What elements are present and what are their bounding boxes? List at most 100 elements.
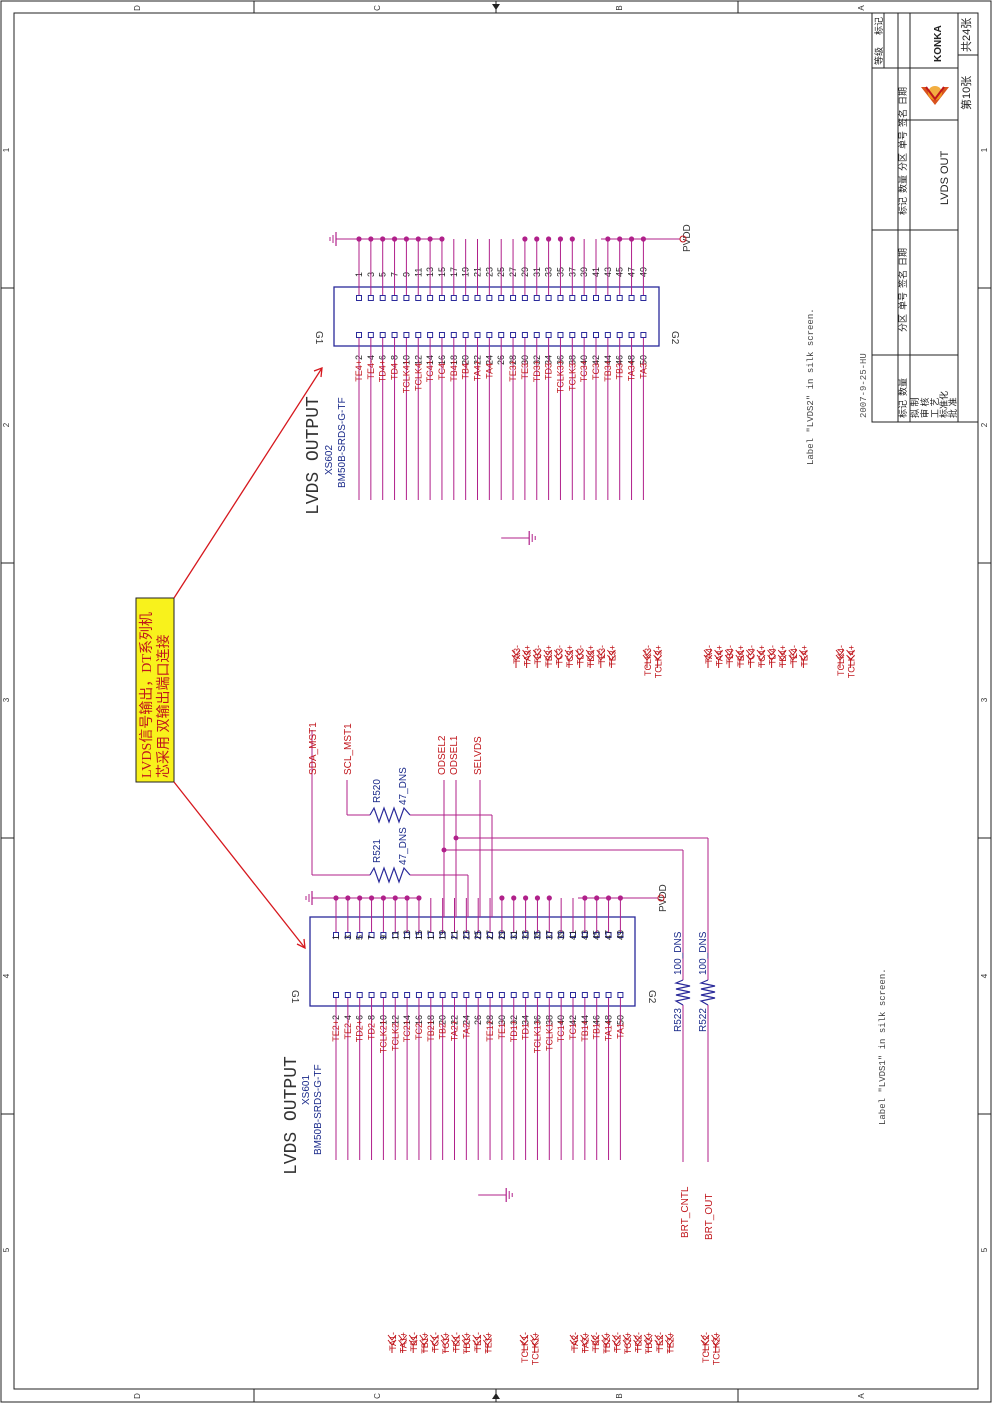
xs602-net-label: TB4- (461, 360, 471, 380)
xs602-pin-even (640, 332, 647, 338)
center-marker-icon (492, 4, 500, 10)
port-chevron-icon (387, 1334, 397, 1353)
xs602-pin-odd (403, 295, 410, 301)
xs601-pin-number: 19 (438, 930, 448, 940)
port-chevron-icon (601, 1334, 611, 1353)
xs601-net-label: TE2+ (331, 1020, 341, 1042)
xs601-pin-odd (593, 932, 600, 938)
port-chevron-icon (724, 649, 734, 668)
port-chevron-icon (653, 649, 662, 668)
xs601-net-label: TCLK2- (390, 1020, 400, 1051)
port-chevron-icon (511, 649, 521, 668)
xs602-pin-even (356, 332, 362, 338)
xs601-pin-number: 15 (414, 930, 424, 940)
tb-col-zone2: 分区 (898, 314, 908, 332)
xs601-pin-even (380, 992, 387, 998)
xs601-net-label: TC1- (568, 1020, 578, 1040)
xs601-net-label: TE2- (343, 1020, 353, 1040)
xs602-pin-odd (474, 295, 481, 301)
xs602-net-label: TC4- (437, 360, 447, 380)
tb-grade: 等级 (873, 47, 884, 65)
xs601-pins: 12TE2+34TE2-56TD2+78TD2-910TCLK2+1112TCL… (305, 891, 665, 1202)
xs602-net-label: TB3- (615, 360, 625, 380)
port-chevron-icon (756, 649, 766, 668)
xs602-net-label: TA4+ (473, 360, 483, 381)
xs602-net-label: TE3- (520, 360, 530, 380)
xs602-pin-even (462, 332, 469, 338)
zone-left-5: 5 (2, 1247, 11, 1252)
xs601-pin-even (593, 992, 600, 998)
xs602-pin-odd (521, 295, 528, 301)
port-chevron-icon (543, 649, 553, 668)
xs602-g1: G1 (313, 331, 324, 345)
tb-drafter: 拟 制 (909, 397, 920, 418)
port-label: TA1+ (399, 1332, 409, 1353)
xs602-net-label: TCLK4+ (401, 360, 411, 393)
tb-approve: 批 准 (947, 397, 958, 418)
xs602-body (333, 286, 660, 347)
port-chevron-icon (714, 649, 723, 668)
xs602-pin-odd (367, 295, 374, 301)
port-chevron-icon (700, 1334, 710, 1353)
xs601-pin-odd (558, 932, 565, 938)
odsel2-label: ODSEL2 (437, 735, 448, 775)
port-label: TD3- (576, 645, 586, 665)
xs601-pin-odd (475, 932, 482, 938)
port-label: TA4- (704, 645, 714, 664)
xs601-net-label: TE1+ (485, 1020, 495, 1042)
xs602-pin-even (604, 332, 611, 338)
zone-left-4: 4 (2, 973, 11, 978)
xs602-pin-odd (391, 295, 398, 301)
port-chevron-icon (633, 1334, 642, 1353)
xs601-pin-odd (392, 932, 399, 938)
xs601-net-label: TD1+ (509, 1020, 519, 1042)
r521-ref: R521 (372, 839, 383, 863)
xs601-pin-number: 47 (604, 930, 614, 940)
xs601-pin-even (605, 992, 612, 998)
tb-col-mark: 标记 (897, 197, 908, 215)
port-label: TC3+ (565, 645, 575, 667)
xs601-pin-number: 3 (343, 935, 353, 940)
konka-logo-icon (921, 86, 949, 105)
port-chevron-icon (711, 1334, 720, 1353)
zone-top-c: C (373, 5, 382, 11)
xs601-net-label: TB2- (438, 1020, 448, 1040)
signal-wiring (311, 730, 716, 1162)
xs602-pin-even (521, 332, 528, 338)
zone-top-d: D (133, 5, 142, 11)
port-label: TB2+ (602, 1332, 612, 1354)
zone-bottom-b: B (615, 1393, 624, 1398)
tb-col-no2: 单号 (897, 292, 908, 310)
port-chevron-icon (622, 1334, 632, 1353)
xs602-title: LVDS OUTPUT (304, 396, 324, 515)
zone-bottom-d: D (133, 1393, 142, 1399)
xs601-pin-even (404, 992, 411, 998)
note-line-2: 芯采用 双输出端口连接 (155, 635, 172, 779)
port-chevron-icon (612, 1334, 621, 1353)
xs601-pin-odd (510, 932, 517, 938)
port-label: TCLK2- (701, 1332, 711, 1363)
port-label: TCLK2+ (712, 1332, 722, 1365)
xs602-pin-even (367, 332, 374, 338)
xs601-net-label: TD2- (367, 1020, 377, 1040)
odsel1-label: ODSEL1 (449, 735, 460, 775)
xs602-net-label: TA4- (484, 360, 494, 379)
port-label: TC1- (430, 1332, 440, 1352)
xs601-pin-number: 9 (378, 935, 388, 940)
note-arrows (173, 367, 323, 950)
xs601-pin-even (558, 992, 565, 998)
tb-col-sign: 签名 (897, 109, 908, 127)
xs602-net-label: TB3+ (603, 360, 613, 382)
xs601-pin-odd (344, 932, 351, 938)
port-chevron-icon (767, 649, 776, 668)
port-label: TB4+ (736, 645, 746, 667)
xs602-pin-odd (640, 295, 647, 301)
xs601-label-note: Label "LVDS1" in silk screen. (878, 968, 888, 1125)
xs601-pin-odd (463, 932, 470, 938)
xs602-net-label: TD4- (390, 360, 400, 380)
r520-ref: R520 (372, 779, 383, 803)
xs601-pin-odd (617, 932, 624, 938)
port-chevron-icon (519, 1334, 529, 1353)
xs602-pin-even (510, 332, 517, 338)
